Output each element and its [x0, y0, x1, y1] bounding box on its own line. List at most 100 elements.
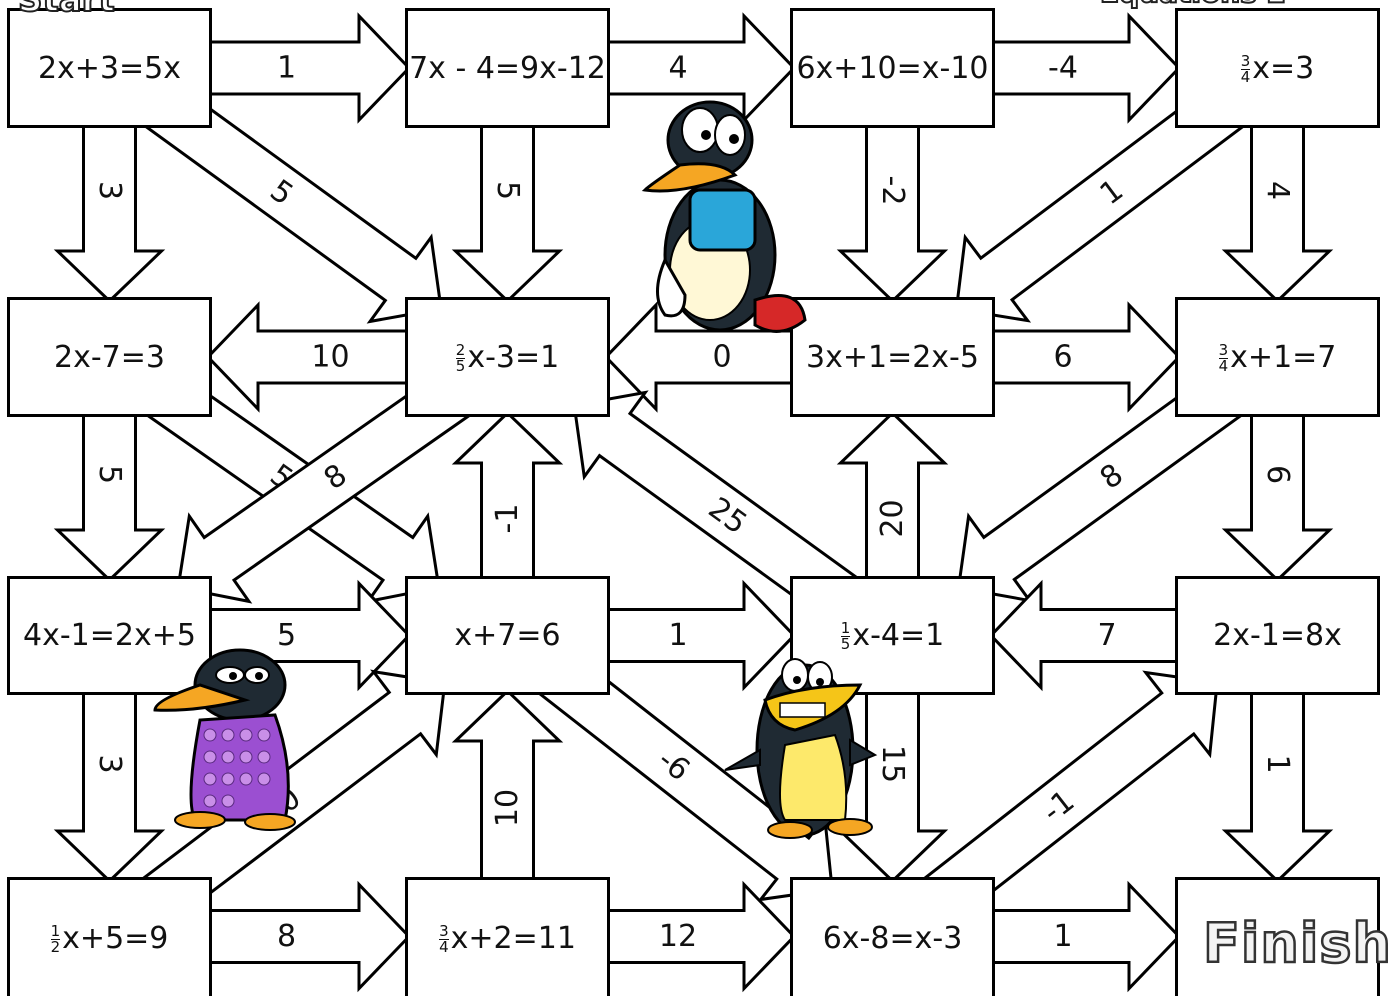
arrow-label: 10 — [311, 340, 349, 375]
arrow-shape — [987, 12, 1182, 124]
arrow-4[interactable]: 5 — [125, 59, 471, 350]
arrow-17[interactable]: 20 — [836, 410, 949, 584]
arrow-shape — [987, 880, 1182, 993]
arrow-29[interactable]: 1 — [1221, 687, 1334, 884]
arrow-8[interactable]: 4 — [1221, 120, 1334, 304]
arrow-shape — [1221, 687, 1334, 884]
arrow-shape — [204, 12, 412, 124]
cell-r1-c0[interactable]: 2x-7=3 — [7, 297, 212, 417]
cell-r2-c3[interactable]: 2x-1=8x — [1175, 576, 1380, 695]
arrow-15[interactable]: -1 — [451, 410, 564, 584]
arrow-21[interactable]: 1 — [602, 579, 797, 692]
arrow-label: 0 — [712, 340, 731, 375]
arrow-11[interactable]: 6 — [987, 301, 1182, 413]
arrow-22[interactable]: 7 — [988, 579, 1183, 692]
arrow-shape — [602, 880, 797, 993]
arrow-32[interactable]: 1 — [987, 880, 1182, 993]
arrow-shape — [176, 367, 476, 604]
equation-text: 2x+3=5x — [37, 50, 182, 86]
arrow-31[interactable]: 12 — [602, 880, 797, 993]
arrow-27[interactable]: 15 — [836, 687, 949, 884]
equation-text: 6x+10=x-10 — [796, 50, 989, 86]
arrow-label: 20 — [875, 499, 910, 537]
cell-r2-c1[interactable]: x+7=6 — [405, 576, 610, 695]
arrow-shape — [1221, 120, 1334, 304]
arrow-label: 3 — [92, 754, 127, 773]
arrow-label: 6 — [1260, 465, 1295, 484]
arrow-shape — [53, 120, 166, 304]
arrow-9[interactable]: 10 — [205, 301, 413, 413]
arrow-label: 5 — [92, 465, 127, 484]
cell-r1-c2[interactable]: 3x+1=2x-5 — [790, 297, 995, 417]
arrow-shape — [53, 409, 166, 583]
cell-r3-c2[interactable]: 6x-8=x-3 — [790, 877, 995, 996]
cell-r0-c1[interactable]: 7x - 4=9x-12 — [405, 8, 610, 128]
arrow-23[interactable]: 3 — [53, 687, 166, 884]
cell-r0-c2[interactable]: 6x+10=x-10 — [790, 8, 995, 128]
equation-text: 4x-1=2x+5 — [23, 618, 196, 653]
arrow-shape — [204, 880, 412, 993]
start-title: Start — [17, 0, 116, 21]
arrow-shape — [988, 579, 1183, 692]
arrow-6[interactable]: -2 — [836, 120, 949, 304]
arrow-shape — [602, 579, 797, 692]
arrow-shape — [1221, 409, 1334, 583]
arrow-12[interactable]: 5 — [53, 409, 166, 583]
arrow-shape — [836, 687, 949, 884]
arrow-0[interactable]: 1 — [204, 12, 412, 124]
arrow-3[interactable]: 3 — [53, 120, 166, 304]
arrow-19[interactable]: 6 — [1221, 409, 1334, 583]
arrow-label: 1 — [668, 618, 687, 653]
arrow-30[interactable]: 8 — [204, 880, 412, 993]
cell-r3-c3[interactable] — [1175, 877, 1380, 996]
equation-text: 7x - 4=9x-12 — [409, 50, 606, 86]
corner-title: Equations 2 — [1099, 0, 1287, 10]
arrow-shape — [987, 301, 1182, 413]
arrow-1[interactable]: 4 — [602, 12, 797, 124]
arrow-label: 1 — [1260, 754, 1295, 773]
arrow-5[interactable]: 5 — [451, 120, 564, 304]
arrow-label: 5 — [490, 181, 525, 200]
arrow-shape — [451, 688, 564, 885]
arrow-label: -1 — [490, 504, 525, 534]
equation-text: 3x+1=2x-5 — [806, 339, 979, 375]
arrow-label: -2 — [875, 176, 910, 206]
cell-r0-c0[interactable]: 2x+3=5x — [7, 8, 212, 128]
arrow-label: 12 — [659, 919, 697, 954]
equation-text: 2x-1=8x — [1213, 618, 1342, 653]
arrow-25[interactable]: 10 — [451, 688, 564, 885]
finish-label: Finish — [1202, 911, 1392, 977]
arrow-shape — [53, 687, 166, 884]
cell-r2-c0[interactable]: 4x-1=2x+5 — [7, 576, 212, 695]
arrow-label: 1 — [277, 51, 296, 86]
arrow-label: 15 — [875, 745, 910, 783]
equation-text: 2x-7=3 — [54, 339, 165, 375]
equation-text: 6x-8=x-3 — [822, 920, 963, 956]
equation-text: x+7=6 — [454, 618, 561, 653]
arrow-label: 4 — [1260, 181, 1295, 200]
arrow-shape — [451, 410, 564, 584]
arrow-14[interactable]: 8 — [148, 349, 488, 630]
arrow-label: 6 — [1053, 340, 1072, 375]
arrow-label: 3 — [92, 181, 127, 200]
arrow-label: 5 — [277, 618, 296, 653]
arrow-shape — [836, 410, 949, 584]
arrow-shape — [602, 12, 797, 124]
arrow-2[interactable]: -4 — [987, 12, 1182, 124]
arrow-label: 8 — [277, 919, 296, 954]
arrow-shape — [205, 301, 413, 413]
